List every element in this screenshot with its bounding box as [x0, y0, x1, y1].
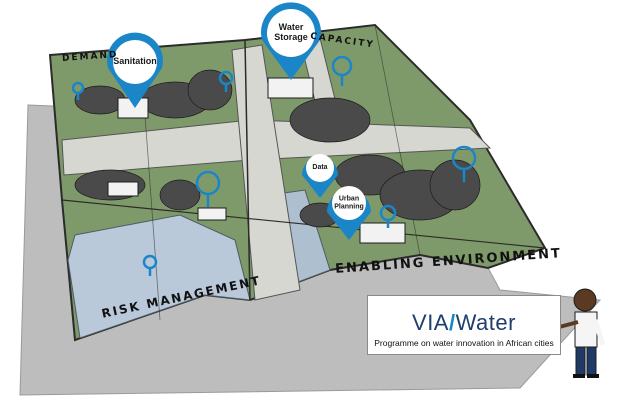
- pin-label-data: Data: [312, 164, 328, 172]
- location-pin-icon: [195, 170, 221, 207]
- buildings: [107, 77, 406, 244]
- fold-line: [61, 199, 546, 249]
- pin-sanitation: [107, 32, 163, 108]
- location-pin-icon: [379, 204, 397, 228]
- location-pin-icon: [142, 254, 158, 276]
- small-pins: [71, 55, 477, 276]
- fold-line: [244, 39, 251, 301]
- road-vertical: [231, 44, 301, 301]
- location-pin-icon: [218, 70, 234, 92]
- pin-label-urban-planning: Urban Planning: [334, 195, 364, 210]
- viawater-logo-card: VIA/Water Programme on water innovation …: [367, 295, 561, 355]
- pin-label-water-storage: Water Storage: [274, 22, 308, 42]
- location-pin-icon: [71, 81, 85, 100]
- location-pin-icon: [331, 55, 353, 86]
- logo-tagline: Programme on water innovation in African…: [374, 338, 554, 348]
- viawater-logo: VIA/Water: [412, 310, 516, 335]
- pin-data: [302, 154, 338, 198]
- pin-urban-planning: [326, 186, 371, 240]
- location-pin-icon: [451, 145, 477, 182]
- pin-label-sanitation: Sanitation: [113, 56, 157, 67]
- presenter-figure: [547, 288, 606, 378]
- water-area-left: [67, 214, 251, 339]
- pin-water-storage: [261, 2, 321, 81]
